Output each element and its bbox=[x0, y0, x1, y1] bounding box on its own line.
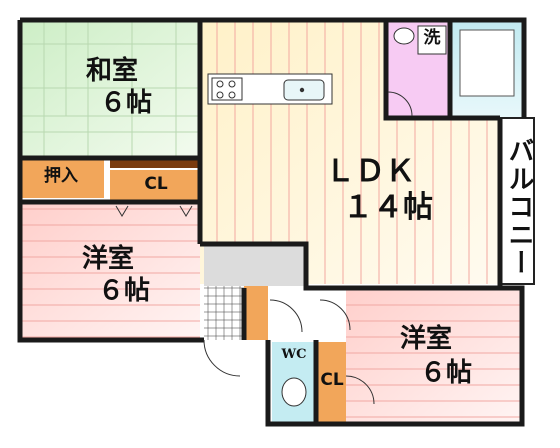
bathroom bbox=[452, 22, 522, 118]
closet-left-area bbox=[110, 170, 200, 200]
youshitsu-left-size: ６帖 bbox=[97, 276, 150, 306]
room-ldk bbox=[200, 22, 500, 284]
closet-door-marks bbox=[115, 205, 193, 217]
oshiire-area bbox=[22, 160, 104, 198]
oshiire-label: 押入 bbox=[44, 166, 78, 186]
door-swings bbox=[203, 91, 413, 405]
room-youshitsu-left bbox=[22, 204, 200, 338]
washitsu-name: 和室 bbox=[85, 56, 138, 86]
balcony-area bbox=[499, 117, 535, 285]
ldk-name: ＬＤＫ bbox=[325, 154, 415, 189]
toilet-icon bbox=[281, 377, 307, 407]
washroom bbox=[388, 22, 450, 118]
room-youshitsu-right bbox=[346, 288, 520, 422]
walls bbox=[17, 17, 527, 427]
closet-right-area bbox=[318, 342, 346, 422]
room-washitsu bbox=[22, 22, 200, 160]
washitsu-size: ６帖 bbox=[99, 88, 152, 118]
kitchen-counter bbox=[207, 73, 333, 105]
youshitsu-left-name: 洋室 bbox=[81, 244, 134, 274]
ldk-size: １４帖 bbox=[343, 190, 433, 225]
wc-label: WC bbox=[281, 347, 307, 362]
closet-left-top-strip bbox=[110, 158, 200, 168]
balcony-label: バルコニー bbox=[504, 137, 534, 277]
closet-right-label: CL bbox=[320, 370, 344, 390]
closet-left-label: CL bbox=[144, 174, 168, 194]
youshitsu-right-name: 洋室 bbox=[399, 324, 452, 354]
youshitsu-right-size: ６帖 bbox=[419, 358, 472, 388]
laundry-label: 洗 bbox=[423, 28, 441, 48]
entry-hall bbox=[204, 246, 304, 340]
